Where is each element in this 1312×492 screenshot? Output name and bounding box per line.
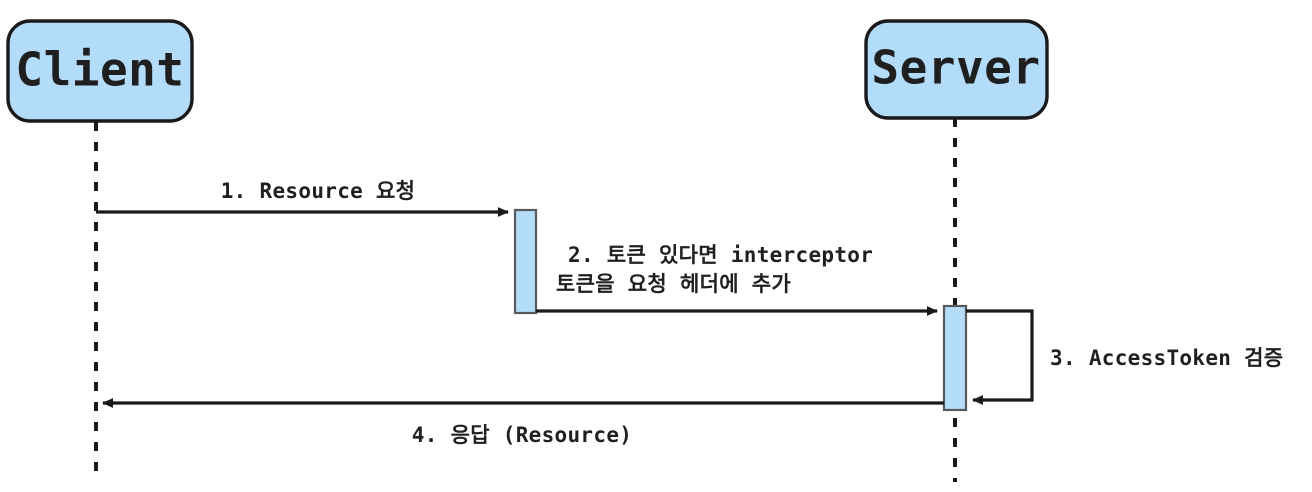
message-arrow-3-self-loop [966,309,1034,405]
message-label-2-line2: 토큰을 요청 헤더에 추가 [556,272,791,296]
message-label-4: 4. 응답 (Resource) [412,423,632,447]
actor-server[interactable]: Server [864,19,1049,120]
message-label-1: 1. Resource 요청 [221,179,416,203]
message-label-3: 3. AccessToken 검증 [1050,346,1283,370]
actor-client-box [6,19,194,123]
actor-server-label: Server [871,41,1040,95]
activation-bar-interceptor [513,208,538,315]
activation-bar-server [942,304,968,412]
actor-client-label: Client [15,43,184,97]
actor-client[interactable]: Client [6,19,194,123]
message-label-2-line1: 2. 토큰 있다면 interceptor [568,243,873,267]
actor-server-box [864,19,1049,120]
